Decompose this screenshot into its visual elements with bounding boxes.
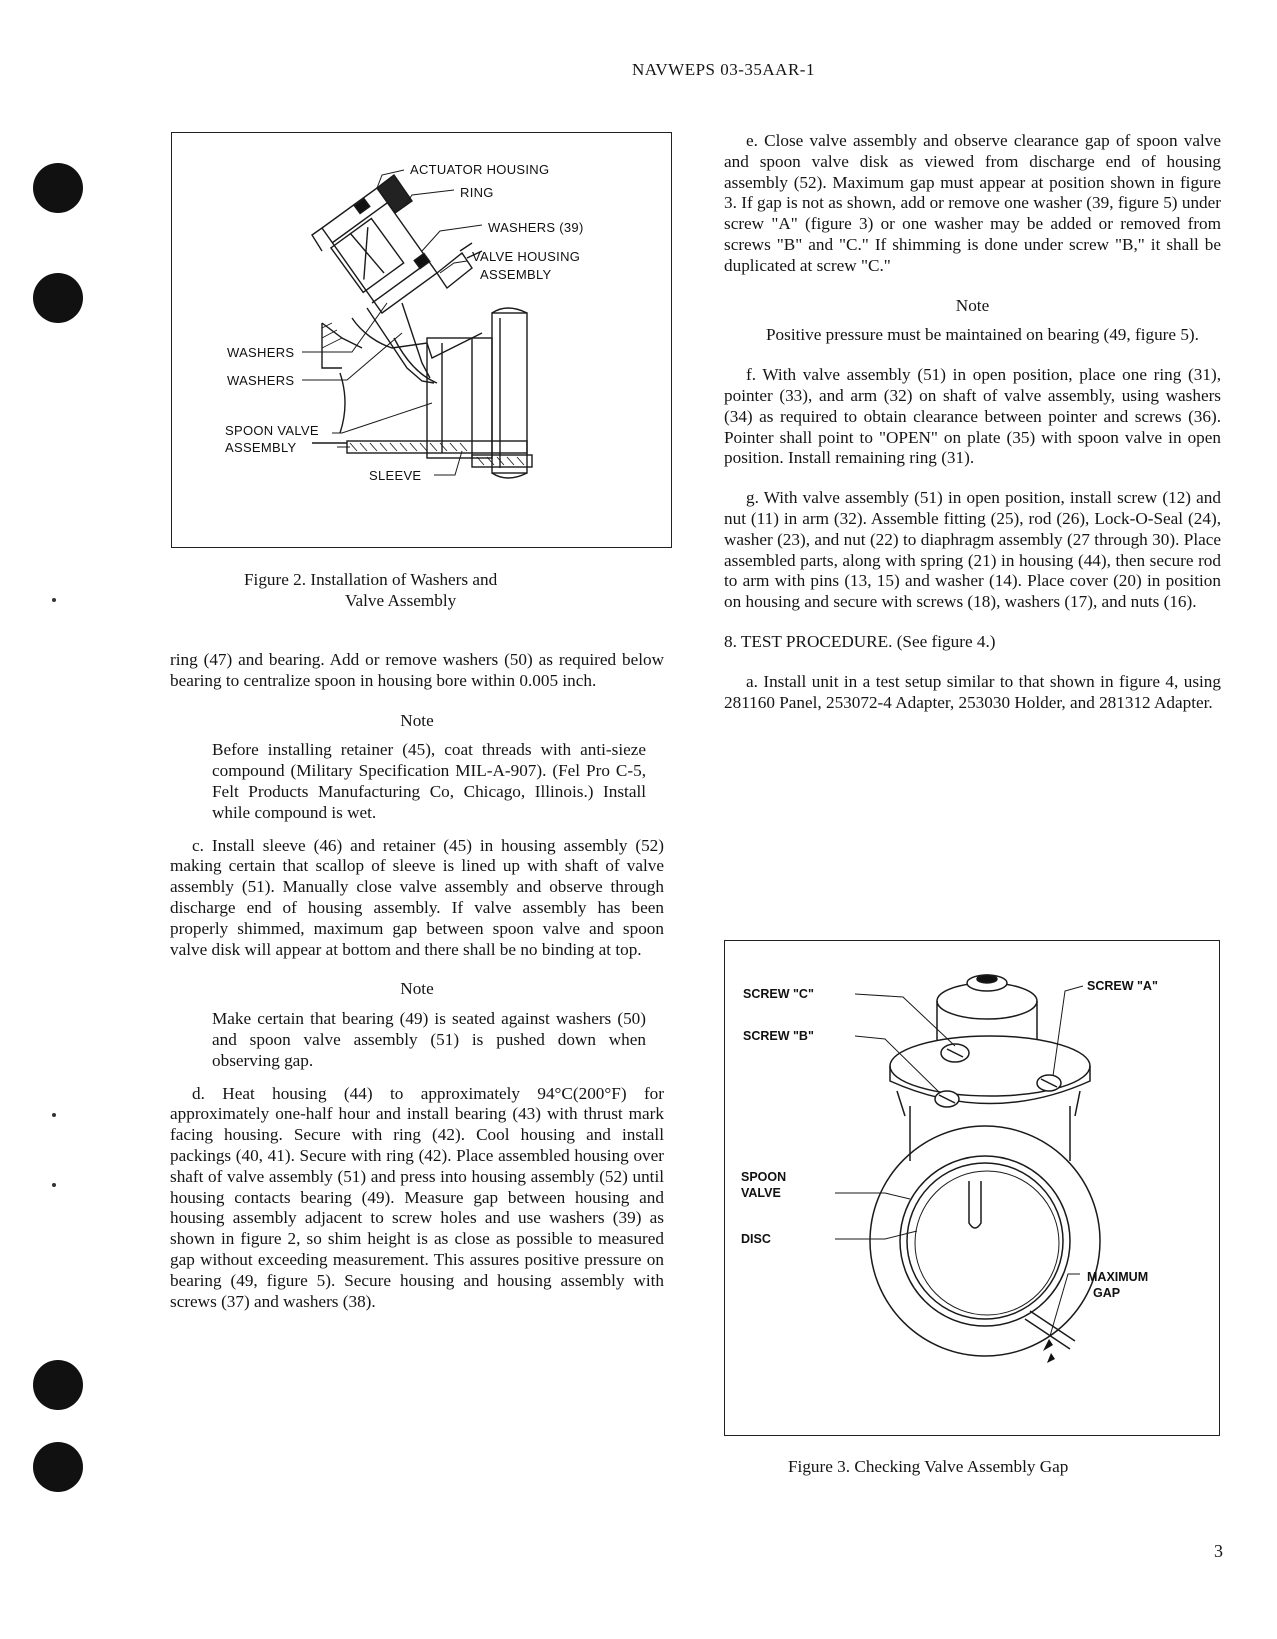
label-ring: RING bbox=[460, 185, 494, 200]
label-valve-housing: VALVE HOUSING bbox=[472, 249, 580, 264]
figure-2-drawing: ACTUATOR HOUSING RING WASHERS (39) VALVE… bbox=[225, 162, 584, 483]
note-3-body: Positive pressure must be maintained on … bbox=[766, 325, 1199, 345]
binder-hole-top bbox=[33, 163, 83, 213]
label-spoon-valve: SPOON VALVE bbox=[225, 423, 319, 438]
figure-3-drawing: SCREW "C" SCREW "B" SCREW "A" SPOON VALV… bbox=[741, 974, 1158, 1363]
label-disc: DISC bbox=[741, 1232, 771, 1246]
page-number: 3 bbox=[1214, 1541, 1223, 1561]
paragraph-f: f. With valve assembly (51) in open posi… bbox=[724, 365, 1221, 468]
figure-3-illustration: SCREW "C" SCREW "B" SCREW "A" SPOON VALV… bbox=[724, 940, 1220, 1436]
label-washers-lower: WASHERS bbox=[227, 373, 294, 388]
label-washers-39: WASHERS (39) bbox=[488, 220, 584, 235]
note-1-body: Before installing retainer (45), coat th… bbox=[212, 740, 646, 822]
note-3-heading: Note bbox=[955, 295, 990, 315]
paragraph-c: c. Install sleeve (46) and retainer (45)… bbox=[170, 835, 664, 959]
paragraph-b-continued: ring (47) and bearing. Add or remove was… bbox=[170, 650, 664, 690]
speck bbox=[52, 1183, 56, 1187]
figure-3-caption: Figure 3. Checking Valve Assembly Gap bbox=[788, 1457, 1069, 1476]
label-spoon-valve: VALVE bbox=[741, 1186, 781, 1200]
label-gap: GAP bbox=[1093, 1286, 1120, 1300]
figure-2-caption: Figure 2. Installation of Washers and Va… bbox=[244, 570, 497, 612]
document-number-header: NAVWEPS 03-35AAR-1 bbox=[632, 60, 815, 79]
binder-hole-lower bbox=[33, 1360, 83, 1410]
figure-2-caption-line-2: Valve Assembly bbox=[345, 590, 457, 610]
binder-hole-bottom bbox=[33, 1442, 83, 1492]
speck bbox=[52, 598, 56, 602]
paragraph-g: g. With valve assembly (51) in open posi… bbox=[724, 488, 1221, 612]
label-maximum: MAXIMUM bbox=[1087, 1270, 1148, 1284]
binder-hole-upper bbox=[33, 273, 83, 323]
label-sleeve: SLEEVE bbox=[369, 468, 421, 483]
label-spoon: SPOON bbox=[741, 1170, 786, 1184]
left-column: ring (47) and bearing. Add or remove was… bbox=[170, 650, 664, 1312]
paragraph-e: e. Close valve assembly and observe clea… bbox=[724, 131, 1221, 275]
label-screw-b: SCREW "B" bbox=[743, 1029, 814, 1043]
label-washers-upper: WASHERS bbox=[227, 345, 294, 360]
paragraph-d: d. Heat housing (44) to approximately 94… bbox=[170, 1083, 664, 1311]
note-2-body: Make certain that bearing (49) is seated… bbox=[212, 1009, 646, 1070]
section-8-heading: 8. TEST PROCEDURE. (See figure 4.) bbox=[724, 631, 996, 651]
note-1-heading: Note bbox=[400, 710, 434, 730]
right-column: e. Close valve assembly and observe clea… bbox=[724, 131, 1221, 713]
figure-2-caption-line-1: Figure 2. Installation of Washers and bbox=[244, 570, 498, 589]
label-spoon-valve-assembly: ASSEMBLY bbox=[225, 440, 297, 455]
paragraph-a: a. Install unit in a test setup similar … bbox=[724, 671, 1221, 712]
speck bbox=[52, 1113, 56, 1117]
note-2-heading: Note bbox=[400, 979, 434, 999]
label-screw-a: SCREW "A" bbox=[1087, 979, 1158, 993]
label-valve-housing-assembly: ASSEMBLY bbox=[480, 267, 552, 282]
label-actuator-housing: ACTUATOR HOUSING bbox=[410, 162, 549, 177]
figure-2-illustration: ACTUATOR HOUSING RING WASHERS (39) VALVE… bbox=[171, 132, 672, 548]
label-screw-c: SCREW "C" bbox=[743, 987, 814, 1001]
